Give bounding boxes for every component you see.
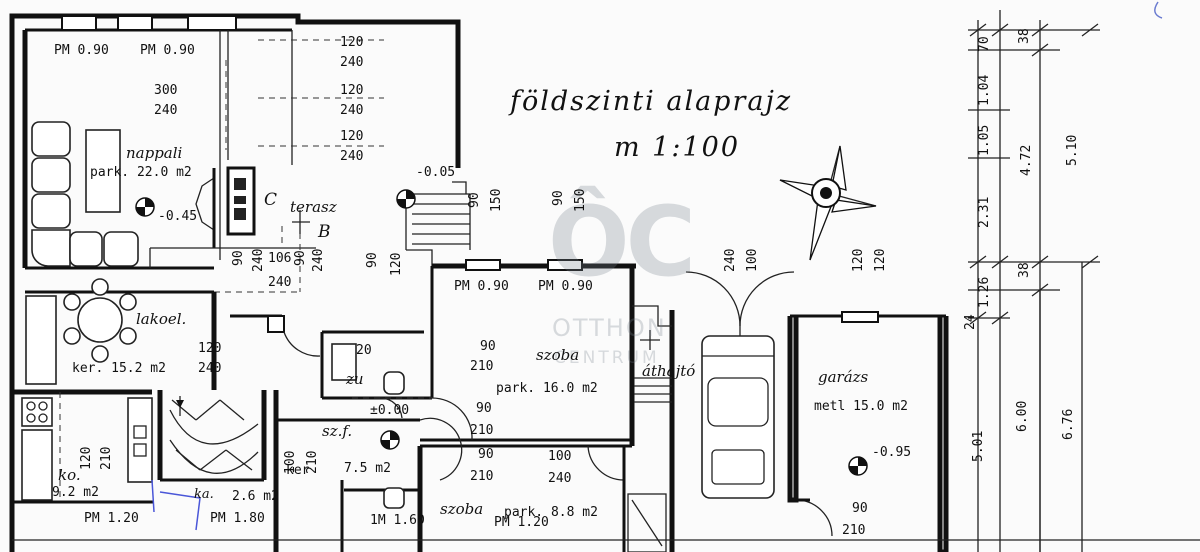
window-label: PM 0.90 <box>140 43 195 58</box>
window-label: PM 1.20 <box>494 515 549 530</box>
dimension-label: 5.10 <box>1065 134 1080 166</box>
dimension-label: 1.04 <box>977 74 992 106</box>
dimension-label: 210 <box>470 469 494 484</box>
dimension-label: 240 <box>311 248 326 272</box>
watermark-line2: CENTRUM <box>554 348 660 368</box>
dimension-label: 240 <box>154 103 178 118</box>
dimension-label: 150 <box>489 188 504 212</box>
room-name-lakoel: lakoel. <box>136 310 187 328</box>
plan-title: földszinti alaprajz <box>510 86 793 117</box>
dimension-label: 2.31 <box>977 196 992 228</box>
dimension-label: 240 <box>548 471 572 486</box>
north-arrow-icon <box>779 145 877 261</box>
room-name-terasz: terasz <box>290 198 337 216</box>
window-label: PM 0.90 <box>54 43 109 58</box>
dimension-label: 120 <box>340 35 364 50</box>
dimension-label: 300 <box>154 83 178 98</box>
room-name-athajto: áthajtó <box>642 362 696 380</box>
dimension-label: 90 <box>478 447 494 462</box>
dimension-label: 90 <box>365 252 380 268</box>
dimension-label: 90 <box>852 501 868 516</box>
dimension-label: 120 <box>389 252 404 276</box>
dimension-label: 210 <box>842 523 866 538</box>
dimension-label: 106 <box>268 251 292 266</box>
dimension-label: 5.01 <box>971 430 986 462</box>
dimension-label: 120 <box>198 341 222 356</box>
room-name-szoba2: szoba <box>440 500 484 518</box>
dimension-label: 90 <box>476 401 492 416</box>
dimension-label: 120 <box>340 129 364 144</box>
dimension-label: 6.00 <box>1015 400 1030 432</box>
room-area-szoba2: park. 8.8 m2 <box>504 505 598 520</box>
dimension-label: 240 <box>340 149 364 164</box>
dimension-label: 240 <box>340 55 364 70</box>
window-label: PM 1.80 <box>210 511 265 526</box>
dimension-label: 120 <box>851 248 866 272</box>
dimension-label: 38 <box>1017 28 1032 44</box>
watermark-line1: OTTHON <box>552 314 667 342</box>
window-label: PM 1.20 <box>84 511 139 526</box>
dimension-label: 150 <box>573 188 588 212</box>
dimension-label: 70 <box>977 36 992 52</box>
dimension-label: 120 <box>873 248 888 272</box>
watermark-logo: ÔC <box>548 186 696 298</box>
window-label: PM 0.90 <box>454 279 509 294</box>
dimension-label: 20 <box>356 343 372 358</box>
dimension-label: 90 <box>467 192 482 208</box>
section-marker-b: B <box>318 222 331 242</box>
dimension-label: 210 <box>470 423 494 438</box>
window-label: 1M 1.60 <box>370 513 425 528</box>
level-label: -0.95 <box>872 445 912 460</box>
dimension-label: 90 <box>480 339 496 354</box>
room-area-szf: 7.5 m2 <box>344 461 391 476</box>
dimension-label: 240 <box>340 103 364 118</box>
dimension-label: 240 <box>268 275 292 290</box>
section-marker-c: C <box>264 190 278 210</box>
dimension-label: 210 <box>470 359 494 374</box>
dimension-label: 90 <box>551 190 566 206</box>
dimension-label: 4.72 <box>1019 144 1034 176</box>
level-label: -0.05 <box>416 165 456 180</box>
dimension-label: 90 <box>231 250 246 266</box>
room-name-szf: sz.f. <box>322 422 353 440</box>
room-name-nappali: nappali <box>126 144 183 162</box>
dimension-label: 240 <box>723 248 738 272</box>
dimension-label: 6.76 <box>1061 408 1076 440</box>
dimension-label: 120 <box>340 83 364 98</box>
dimension-label: 100 <box>745 248 760 272</box>
room-label-zu: zu <box>346 370 364 388</box>
dimension-label: 240 <box>251 248 266 272</box>
room-area-lakoel: ker. 15.2 m2 <box>72 361 166 376</box>
room-area-kam: 2.6 m2 <box>232 489 279 504</box>
room-area-szoba: park. 16.0 m2 <box>496 381 598 396</box>
room-area-garazs: metl 15.0 m2 <box>814 399 908 414</box>
plan-scale: m 1:100 <box>614 132 740 163</box>
dimension-label: 120 <box>79 446 94 470</box>
dimension-label: 1.05 <box>977 124 992 156</box>
window-label: PM 0.90 <box>538 279 593 294</box>
dimension-label: 38 <box>1017 262 1032 278</box>
room-label-ker: ker <box>286 463 310 478</box>
room-area-nappali: park. 22.0 m2 <box>90 165 192 180</box>
dimension-label: 210 <box>99 446 114 470</box>
dimension-label: 240 <box>198 361 222 376</box>
dimension-label: 1.26 <box>977 276 992 308</box>
level-label: -0.45 <box>158 209 198 224</box>
room-name-garazs: garázs <box>818 368 869 386</box>
room-name-ko: ko. <box>58 466 81 484</box>
dimension-label: 100 <box>548 449 572 464</box>
room-area-ko: 9.2 m2 <box>52 485 99 500</box>
dimension-label: 24 <box>963 314 978 330</box>
dimension-label: 90 <box>293 250 308 266</box>
level-label: ±0.00 <box>370 403 410 418</box>
room-name-szoba: szoba <box>536 346 580 364</box>
room-name-kam: ka. <box>194 487 214 502</box>
